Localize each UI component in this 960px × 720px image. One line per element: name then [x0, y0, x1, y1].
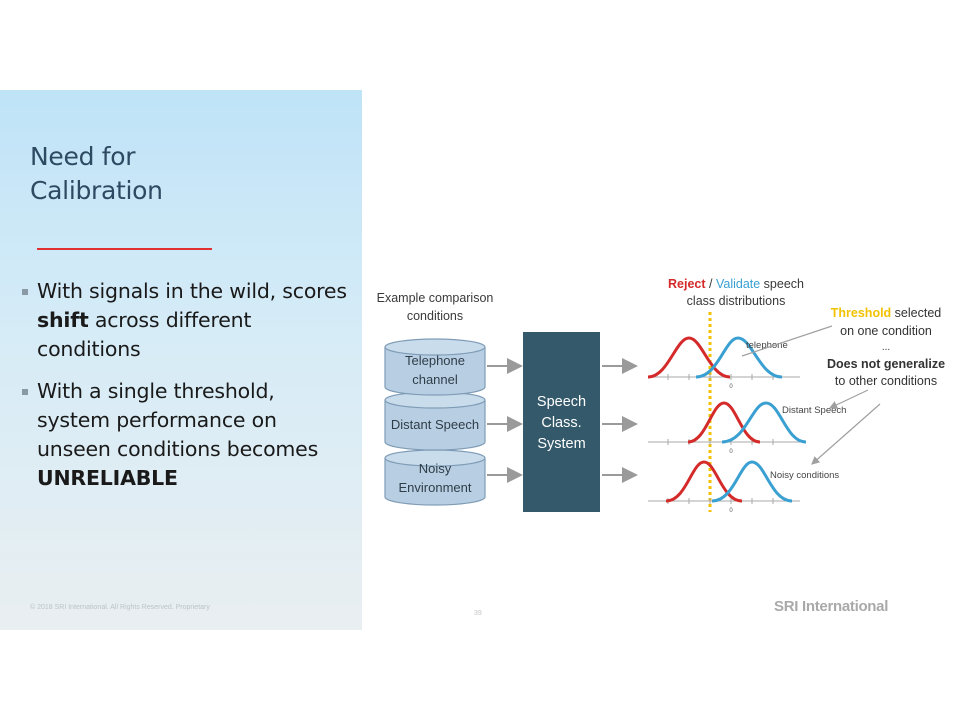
bullet-text-emphasis: shift [37, 308, 89, 332]
page-number: 39 [474, 610, 482, 617]
slide-title-line-1: Need for [30, 142, 136, 171]
validate-word: Validate [716, 277, 760, 291]
bullet-square-icon [22, 389, 28, 395]
annotation-line-3: ... [882, 342, 890, 353]
condition-label: Environment [399, 480, 472, 495]
bullet-text-emphasis: UNRELIABLE [37, 466, 178, 490]
zero-tick-label: 0 [729, 384, 733, 390]
system-label-line: System [537, 436, 585, 452]
threshold-annotation: Threshold selected on one condition ... … [741, 306, 945, 465]
cylinder-distant-speech: Distant Speech [384, 391, 486, 451]
reject-distribution-curve [647, 336, 731, 379]
reject-distribution-curve [687, 401, 761, 444]
cylinder-noisy-environment: Noisy Environment [384, 449, 486, 506]
distribution-plot-noisy-conditions: 0 Noisy conditions [648, 460, 839, 514]
bullet-text: With a single threshold, system performa… [22, 377, 352, 493]
left-panel: Need for Calibration With signals in the… [0, 90, 362, 630]
annotation-line-5: to other conditions [835, 374, 937, 388]
sri-logo: SRI International [774, 598, 889, 615]
annotation-line-2: on one condition [840, 324, 932, 338]
annotation-line-1: Threshold selected [831, 306, 942, 320]
calibration-diagram: Example comparison conditions Noisy Envi… [377, 277, 945, 514]
slide-title: Need for Calibration [30, 140, 350, 208]
zero-tick-label: 0 [729, 449, 733, 455]
speech-class-system-box: Speech Class. System [523, 332, 600, 512]
bullet-item: With signals in the wild, scores shift a… [22, 277, 352, 364]
plot-label: telephone [746, 340, 788, 351]
plot-label: Distant Speech [782, 405, 846, 416]
condition-label: Noisy [419, 461, 452, 476]
copyright-notice: © 2018 SRI International. All Rights Res… [30, 604, 210, 611]
validate-distribution-curve [711, 460, 793, 503]
bullet-item: With a single threshold, system performa… [22, 377, 352, 493]
condition-cylinders: Noisy Environment Distant Speech Telepho… [384, 338, 486, 506]
plot-label: Noisy conditions [770, 470, 839, 481]
slide-title-line-2: Calibration [30, 176, 163, 205]
annotation-line-4: Does not generalize [827, 357, 945, 371]
system-label-line: Class. [541, 415, 581, 431]
distribution-plot-distant-speech: 0 Distant Speech [648, 401, 846, 455]
header-rest: speech [760, 277, 804, 291]
distribution-plot-telephone: 0 telephone [647, 336, 800, 390]
conditions-label-line-1: Example comparison [377, 291, 494, 305]
condition-label: Distant Speech [391, 417, 479, 432]
callout-arrow-icon [811, 403, 881, 465]
condition-label: channel [412, 372, 458, 387]
validate-distribution-curve [721, 401, 807, 444]
system-label-line: Speech [537, 394, 586, 410]
cylinder-telephone-channel: Telephone channel [384, 338, 486, 396]
callout-line [741, 325, 833, 357]
distributions-header-line-1: Reject / Validate speech [668, 277, 804, 291]
slide: Need for Calibration With signals in the… [0, 90, 960, 630]
threshold-word: Threshold [831, 306, 891, 320]
bullet-text-part: With signals in the wild, scores [37, 279, 347, 303]
reject-word: Reject [668, 277, 706, 291]
distributions-header-line-2: class distributions [687, 294, 786, 308]
conditions-label-line-2: conditions [407, 309, 463, 323]
bullet-text-part: With a single threshold, system performa… [37, 379, 319, 461]
reject-distribution-curve [665, 460, 743, 503]
condition-label: Telephone [405, 353, 465, 368]
bullet-square-icon [22, 289, 28, 295]
title-underline [37, 248, 212, 250]
validate-distribution-curve [695, 336, 783, 379]
header-slash: / [706, 277, 716, 291]
bullet-text: With signals in the wild, scores shift a… [22, 277, 352, 364]
zero-tick-label: 0 [729, 508, 733, 514]
callout-arrow-icon [828, 389, 869, 409]
bullet-text-part: across different conditions [37, 308, 252, 361]
annotation-selected: selected [891, 306, 941, 320]
